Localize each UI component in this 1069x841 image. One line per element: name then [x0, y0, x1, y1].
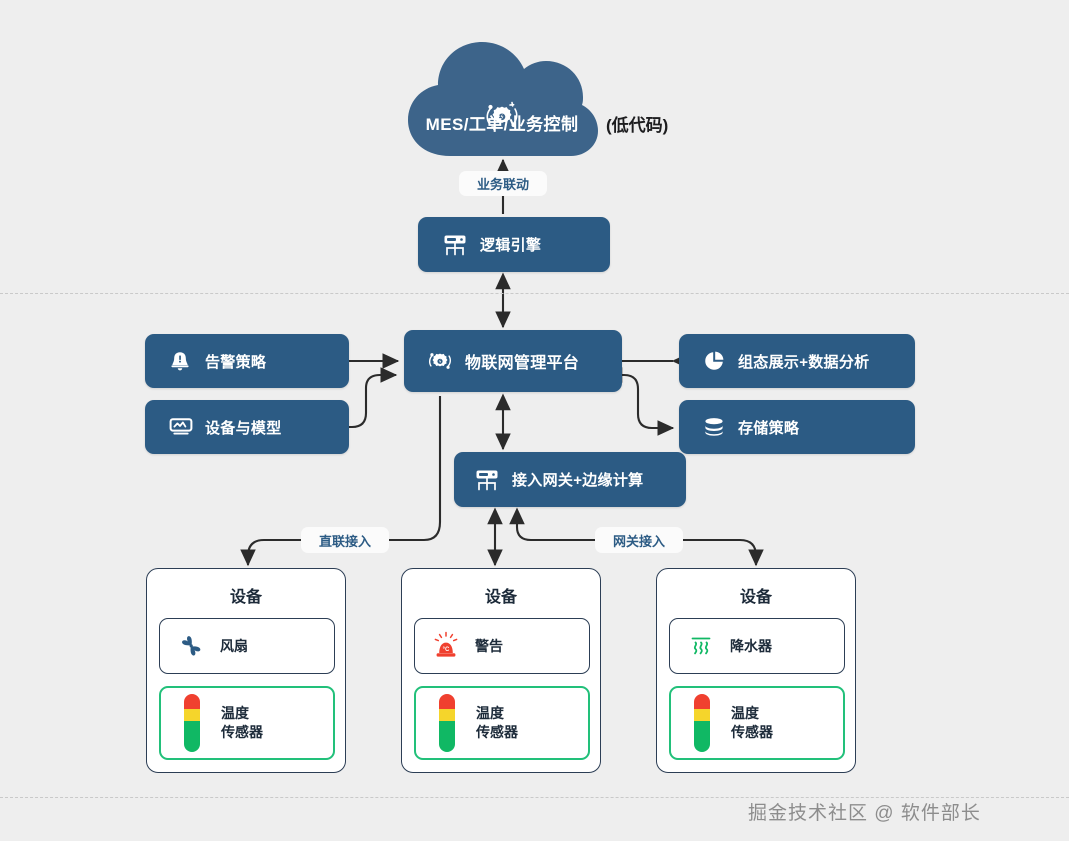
device-item-temp-sensor[interactable]: 温度 传感器 [159, 686, 335, 760]
pie-chart-icon [703, 350, 725, 372]
cloud-shape [408, 42, 598, 156]
low-code-note: (低代码) [606, 116, 669, 135]
wire-direct-access-2 [240, 538, 301, 567]
device-item-label: 警告 [475, 637, 503, 654]
database-icon [703, 416, 725, 438]
edge-label-direct-access: 直联接入 [301, 527, 389, 553]
device-item-fan[interactable]: 风扇 [159, 618, 335, 674]
device-item-label: 风扇 [220, 637, 248, 654]
cloud-node-mes[interactable]: MES/工单/业务控制 [404, 38, 600, 158]
edge-label-business-link: 业务联动 [459, 171, 547, 196]
node-device-model[interactable]: 设备与模型 [145, 400, 349, 454]
cloud-label: MES/工单/业务控制 [425, 115, 579, 134]
device-card[interactable]: 设备 降水器 温度 [656, 568, 856, 773]
node-scada-analytics-label: 组态展示+数据分析 [738, 353, 870, 371]
node-edge-gateway[interactable]: 接入网关+边缘计算 [454, 452, 686, 507]
node-logic-engine[interactable]: 逻辑引擎 [418, 217, 610, 272]
node-logic-engine-label: 逻辑引擎 [480, 237, 542, 254]
node-alarm-policy[interactable]: 告警策略 [145, 334, 349, 388]
server-rack-icon [442, 234, 468, 256]
node-scada-analytics[interactable]: 组态展示+数据分析 [679, 334, 915, 388]
device-item-label: 降水器 [730, 637, 772, 654]
node-storage-policy[interactable]: 存储策略 [679, 400, 915, 454]
svg-text:°C: °C [443, 647, 450, 653]
iot-gear-icon [482, 96, 522, 136]
server-rack-icon [474, 469, 500, 491]
temp-sensor-line1: 温度 [476, 705, 504, 721]
device-item-label: 温度 传感器 [731, 704, 773, 742]
device-card[interactable]: 设备 风扇 [146, 568, 346, 773]
iot-gear-icon [426, 347, 454, 375]
device-chip-icon [169, 416, 193, 438]
temp-sensor-line2: 传感器 [476, 724, 518, 740]
node-device-model-label: 设备与模型 [205, 419, 282, 437]
watermark: 掘金技术社区 @ 软件部长 [748, 803, 981, 824]
node-iot-platform[interactable]: 物联网管理平台 [404, 330, 622, 392]
fan-icon [174, 628, 208, 664]
thermometer-bar-icon [685, 694, 719, 752]
thermometer-bar-icon [430, 694, 464, 752]
device-card-title: 设备 [229, 589, 262, 606]
thermometer-bar-icon [175, 694, 209, 752]
device-item-label: 温度 传感器 [476, 704, 518, 742]
divider-bottom [0, 797, 1069, 798]
bell-icon [169, 350, 191, 372]
device-item-temp-sensor[interactable]: 温度 传感器 [669, 686, 845, 760]
temp-sensor-line1: 温度 [731, 705, 759, 721]
wire-gateway-access [509, 507, 595, 542]
wire-gateway-access-2 [683, 538, 764, 567]
device-card[interactable]: 设备 °C 警告 [401, 568, 601, 773]
edge-label-gateway-access: 网关接入 [595, 527, 683, 553]
vapor-steam-icon [684, 628, 718, 664]
temp-sensor-line2: 传感器 [731, 724, 773, 740]
device-item-label: 温度 传感器 [221, 704, 263, 742]
node-iot-platform-label: 物联网管理平台 [465, 355, 580, 372]
temp-sensor-line1: 温度 [221, 705, 249, 721]
device-card-title: 设备 [739, 589, 772, 606]
divider-cloud-layer [0, 293, 1069, 294]
node-storage-policy-label: 存储策略 [738, 419, 800, 437]
node-edge-gateway-label: 接入网关+边缘计算 [512, 472, 644, 489]
wire-direct-access [389, 396, 442, 542]
temp-sensor-line2: 传感器 [221, 724, 263, 740]
device-item-temp-sensor[interactable]: 温度 传感器 [414, 686, 590, 760]
device-item-alarm[interactable]: °C 警告 [414, 618, 590, 674]
device-item-humidifier[interactable]: 降水器 [669, 618, 845, 674]
alarm-beacon-icon: °C [429, 628, 463, 664]
node-alarm-policy-label: 告警策略 [205, 353, 267, 371]
device-card-title: 设备 [484, 589, 517, 606]
